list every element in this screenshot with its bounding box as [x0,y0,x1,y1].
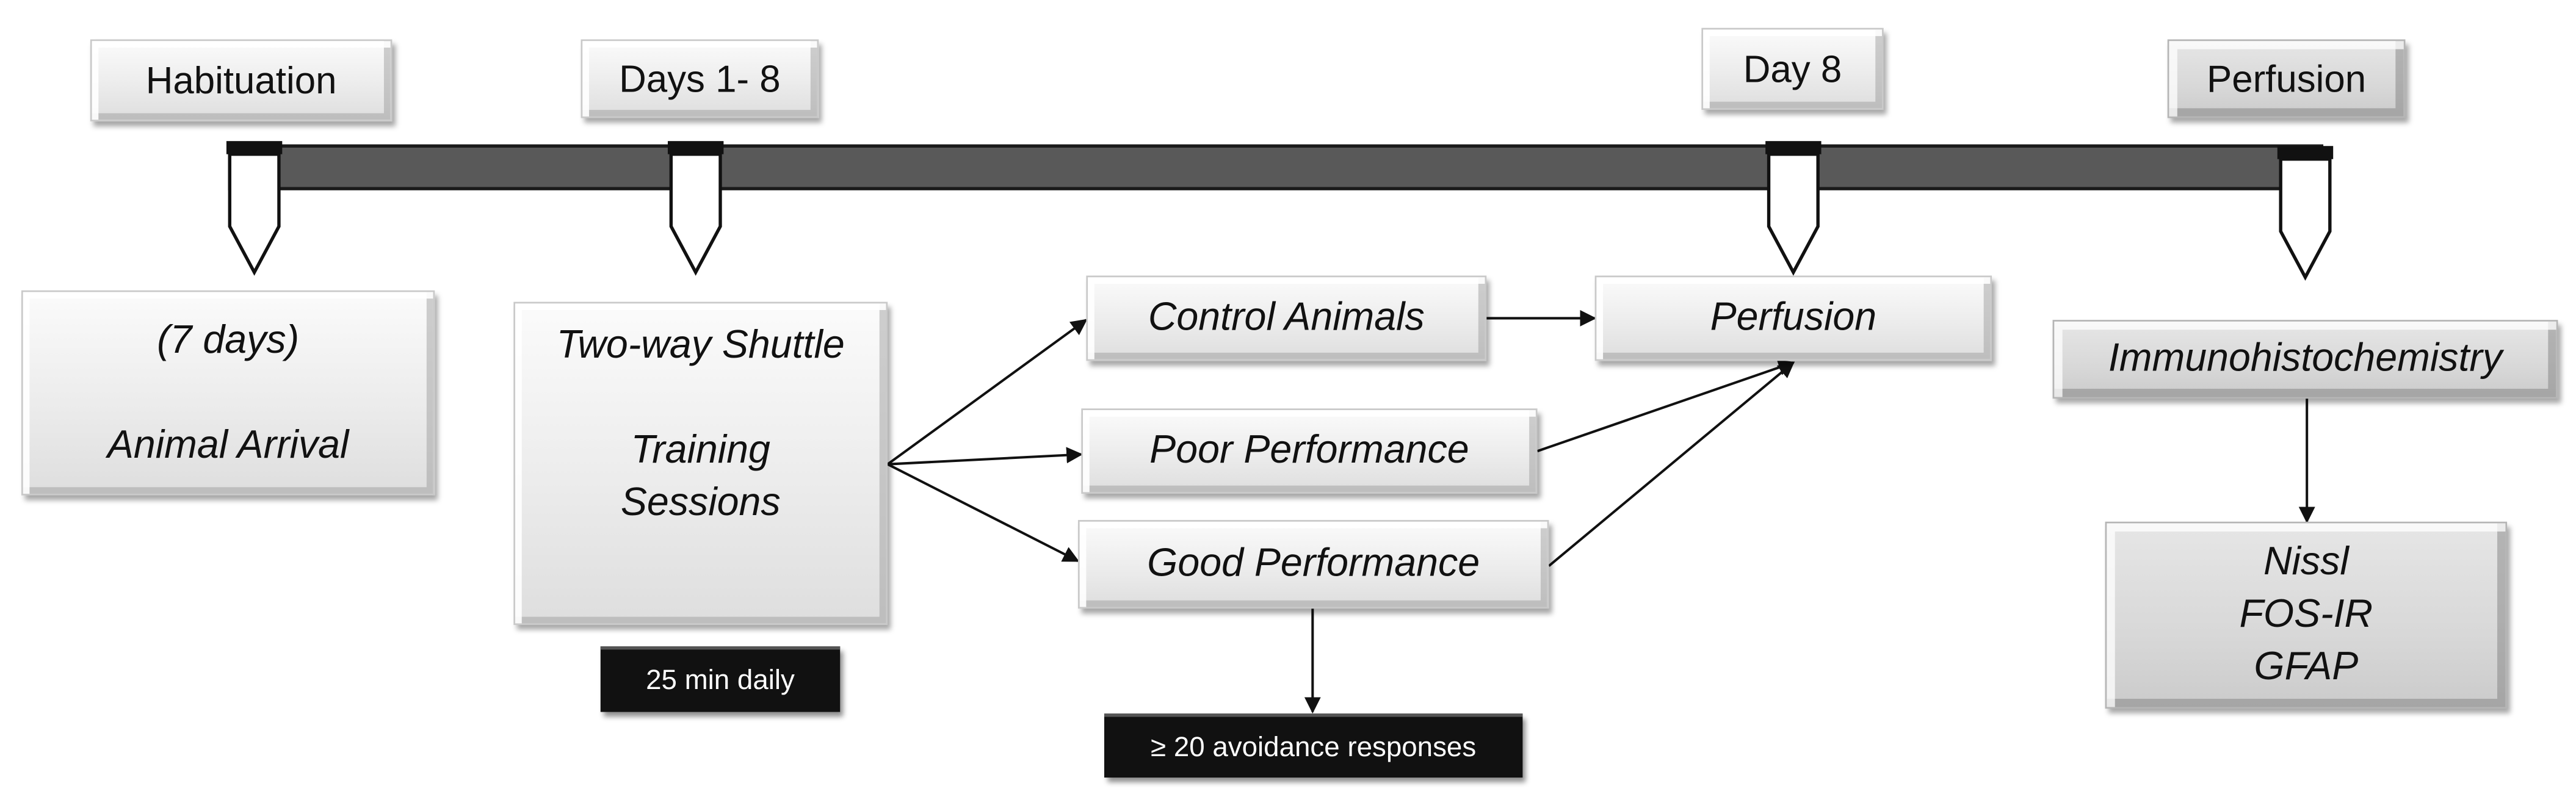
timeline-bar [228,144,2324,190]
control-animals-box: Control Animals [1086,275,1487,361]
timeline-marker-days [667,141,724,276]
arrow-training-to-control [886,319,1088,466]
perfusion-box: Perfusion [1594,275,1992,361]
good-performance-box: Good Performance [1077,520,1549,609]
stain-item: Nissl [2263,540,2349,584]
training-line-2: Training [631,428,770,473]
day-8-label: Day 8 [1701,27,1884,110]
stains-box: Nissl FOS-IR GFAP [2105,521,2508,709]
timeline-marker-habituation [226,141,283,276]
training-method: Two-way Shuttle [556,323,845,368]
arrow-training-to-poor [888,447,1084,466]
stain-item: FOS-IR [2239,592,2373,637]
daily-duration-note: 25 min daily [600,646,841,712]
arrival-label: Animal Arrival [107,422,349,467]
days-1-8-label: Days 1- 8 [581,39,819,118]
habituation-label: Habituation [90,39,393,121]
immunohistochemistry-box: Immunohistochemistry [2052,320,2558,399]
animal-arrival-box: (7 days) Animal Arrival [21,290,435,496]
poor-performance-box: Poor Performance [1081,408,1538,494]
timeline-marker-perfusion [2277,146,2334,281]
arrow-good-to-perfusion [1548,361,1795,567]
timeline-marker-day8 [1765,141,1822,276]
avoidance-criterion-note: ≥ 20 avoidance responses [1104,713,1523,778]
arrow-poor-to-perfusion [1536,359,1795,453]
training-sessions-box: Two-way Shuttle Training Sessions [513,301,888,626]
perfusion-timeline-label: Perfusion [2167,39,2406,118]
training-line-3: Sessions [620,480,781,525]
stain-item: GFAP [2254,644,2359,689]
arrow-training-to-good [887,463,1080,563]
arrival-duration: (7 days) [157,317,300,362]
